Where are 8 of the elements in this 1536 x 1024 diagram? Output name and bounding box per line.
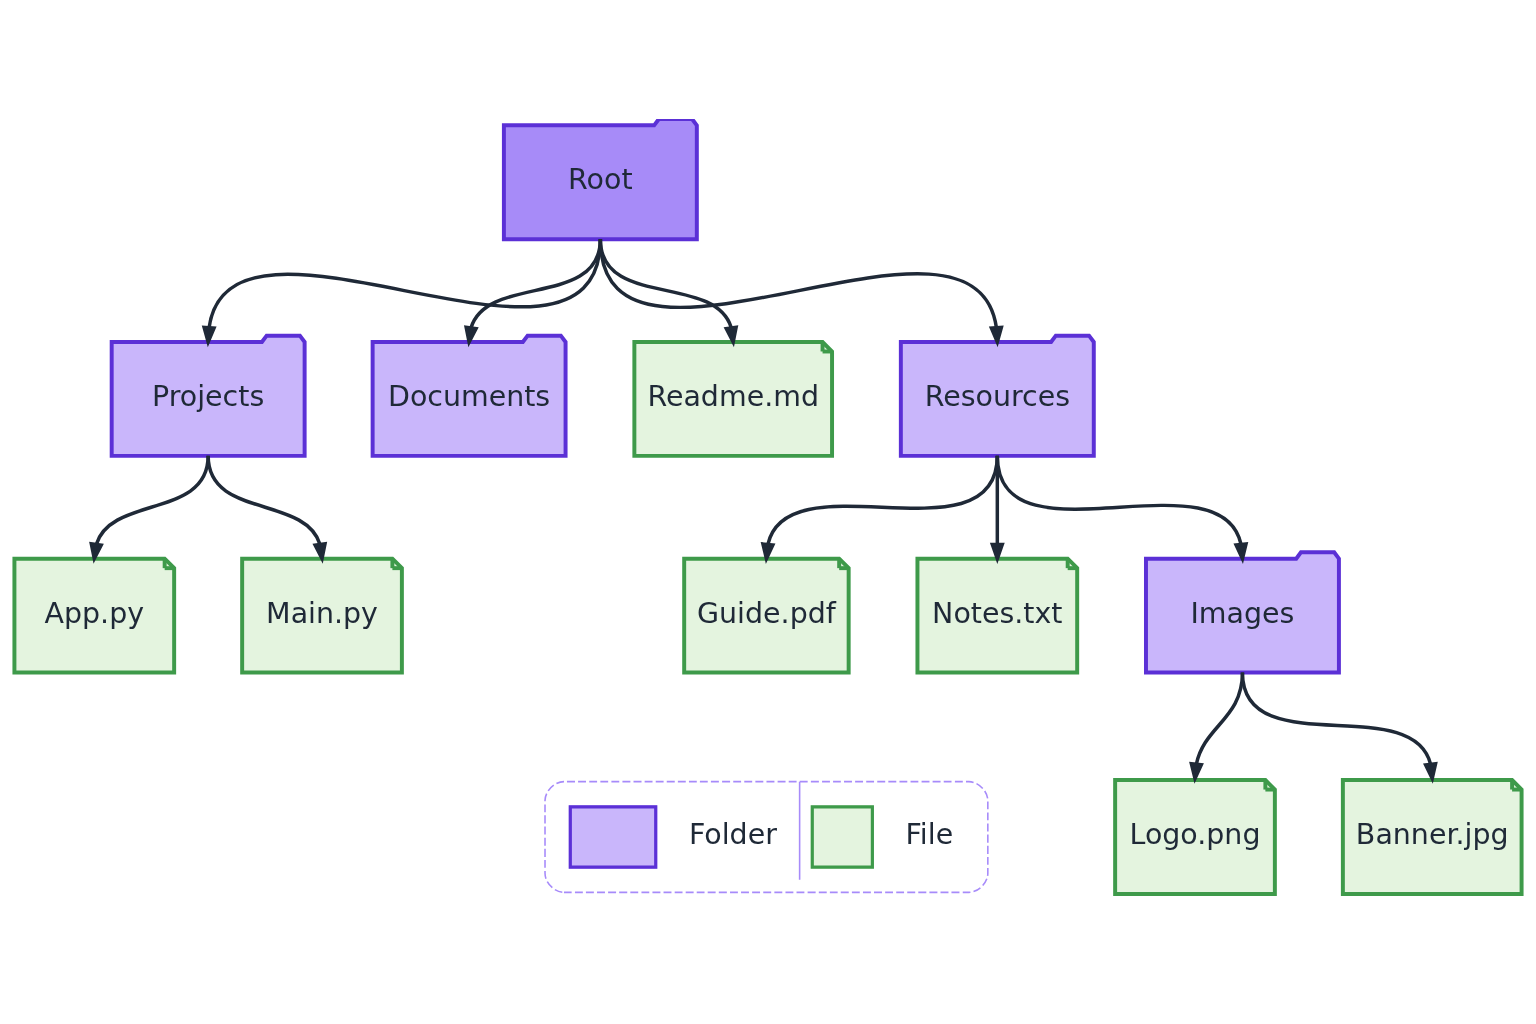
arrow [89, 455, 210, 564]
arrow [995, 455, 1249, 564]
legend-label: Folder [688, 817, 777, 851]
arrow [598, 238, 1004, 348]
arrow [1240, 672, 1438, 784]
arrow [760, 455, 1000, 564]
arrow [206, 455, 328, 564]
legend-label: File [905, 817, 954, 851]
